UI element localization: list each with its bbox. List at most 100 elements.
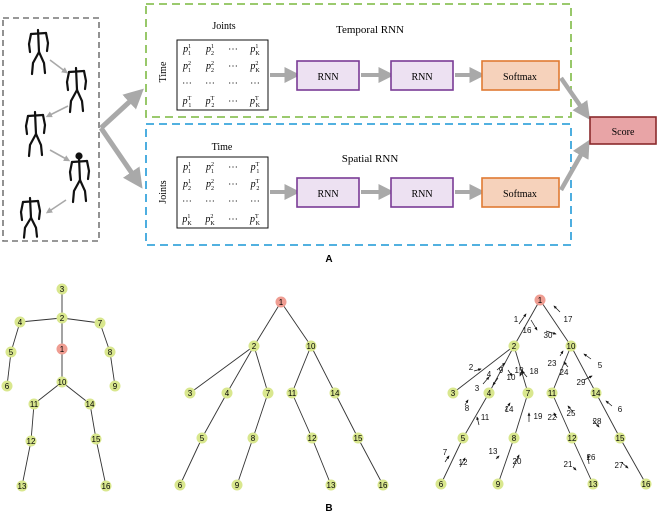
svg-text:14: 14 bbox=[86, 400, 95, 409]
svg-text:3: 3 bbox=[60, 285, 65, 294]
svg-text:6: 6 bbox=[618, 405, 623, 414]
skeleton-node: 6 bbox=[1, 380, 13, 392]
skeleton-edge bbox=[21, 440, 32, 487]
temporal-matrix-cell: ⋯ bbox=[205, 78, 215, 89]
svg-text:20: 20 bbox=[513, 457, 522, 466]
svg-text:5: 5 bbox=[461, 434, 466, 443]
traversal-step: 25 bbox=[567, 405, 576, 418]
temporal-matrix-cell: ⋯ bbox=[250, 78, 260, 89]
traversal-step: 11 bbox=[476, 413, 490, 426]
traversal-node: 11 bbox=[546, 387, 558, 399]
panel-a-label: A bbox=[325, 254, 332, 265]
svg-text:9: 9 bbox=[496, 480, 501, 489]
svg-text:16: 16 bbox=[642, 480, 651, 489]
traversal-edge bbox=[551, 345, 572, 394]
traversal-step: 3 bbox=[475, 376, 490, 393]
stick-figure bbox=[27, 28, 50, 76]
tree-node: 16 bbox=[377, 479, 389, 491]
spatial-rnn-block-2-label: RNN bbox=[411, 189, 432, 200]
spatial-rnn-box bbox=[145, 123, 572, 246]
svg-text:8: 8 bbox=[251, 434, 256, 443]
svg-text:17: 17 bbox=[564, 315, 573, 324]
traversal-node: 5 bbox=[457, 432, 469, 444]
traversal-step: 27 bbox=[615, 461, 629, 470]
skeleton-edge bbox=[61, 381, 91, 405]
tree-edge bbox=[310, 345, 336, 394]
tree-edge bbox=[311, 437, 332, 486]
svg-text:5: 5 bbox=[200, 434, 205, 443]
svg-text:1: 1 bbox=[60, 345, 65, 354]
svg-text:10: 10 bbox=[507, 373, 516, 382]
spatial-rnn-block-2 bbox=[390, 177, 454, 208]
svg-text:24: 24 bbox=[560, 368, 569, 377]
traversal-step: 7 bbox=[443, 448, 450, 463]
traversal-edge bbox=[462, 392, 490, 439]
temporal-matrix-col-label: Joints bbox=[212, 21, 235, 32]
svg-text:5: 5 bbox=[598, 361, 603, 370]
tree-node: 12 bbox=[306, 432, 318, 444]
traversal-edge bbox=[571, 437, 594, 485]
traversal-step: 18 bbox=[521, 367, 539, 378]
temporal-rnn-title: Temporal RNN bbox=[336, 24, 404, 36]
svg-text:10: 10 bbox=[307, 342, 316, 351]
traversal-node: 16 bbox=[640, 478, 652, 490]
traversal-step: 8 bbox=[464, 399, 470, 413]
skeleton-node: 4 bbox=[14, 316, 26, 328]
svg-text:11: 11 bbox=[548, 389, 557, 398]
svg-text:10: 10 bbox=[58, 378, 67, 387]
traversal-step: 22 bbox=[548, 412, 558, 422]
svg-text:4: 4 bbox=[487, 370, 492, 379]
tree-node: 5 bbox=[196, 432, 208, 444]
skeleton-node: 16 bbox=[100, 480, 112, 492]
svg-text:19: 19 bbox=[534, 412, 543, 421]
traversal-edge bbox=[513, 299, 541, 347]
skeleton-node: 1 bbox=[56, 343, 68, 355]
svg-text:2: 2 bbox=[512, 342, 517, 351]
tree-node: 3 bbox=[184, 387, 196, 399]
temporal-matrix-cell: ⋯ bbox=[228, 61, 238, 72]
traversal-step: 20 bbox=[513, 454, 522, 469]
svg-text:3: 3 bbox=[451, 389, 456, 398]
svg-text:13: 13 bbox=[18, 482, 27, 491]
svg-text:14: 14 bbox=[331, 389, 340, 398]
score-arrows bbox=[559, 76, 591, 192]
svg-text:30: 30 bbox=[544, 331, 553, 340]
svg-text:1: 1 bbox=[514, 315, 519, 324]
traversal-node: 4 bbox=[483, 387, 495, 399]
skeleton-node: 8 bbox=[104, 346, 116, 358]
svg-text:15: 15 bbox=[92, 435, 101, 444]
temporal-softmax-block bbox=[481, 60, 560, 91]
traversal-step: 16 bbox=[523, 319, 538, 335]
skeleton-edge bbox=[19, 317, 63, 323]
svg-text:1: 1 bbox=[279, 298, 284, 307]
tree-node: 2 bbox=[248, 340, 260, 352]
traversal-node: 2 bbox=[508, 340, 520, 352]
tree-node: 15 bbox=[352, 432, 364, 444]
tree-edge bbox=[357, 437, 384, 486]
tree-edge bbox=[236, 437, 254, 486]
skeleton-edge bbox=[61, 317, 101, 324]
svg-text:22: 22 bbox=[548, 413, 557, 422]
traversal-step: 9 bbox=[492, 366, 504, 386]
svg-text:21: 21 bbox=[564, 460, 573, 469]
stick-figure-frames bbox=[19, 28, 91, 239]
skeleton-node: 12 bbox=[25, 435, 37, 447]
svg-text:14: 14 bbox=[505, 405, 514, 414]
temporal-matrix-cell: ⋯ bbox=[228, 44, 238, 55]
spatial-matrix-row-label: Joints bbox=[158, 180, 169, 203]
traversal-step: 5 bbox=[583, 353, 603, 370]
tree-node: 10 bbox=[305, 340, 317, 352]
svg-text:29: 29 bbox=[577, 378, 586, 387]
svg-text:16: 16 bbox=[102, 482, 111, 491]
temporal-matrix-row-label: Time bbox=[158, 61, 169, 82]
